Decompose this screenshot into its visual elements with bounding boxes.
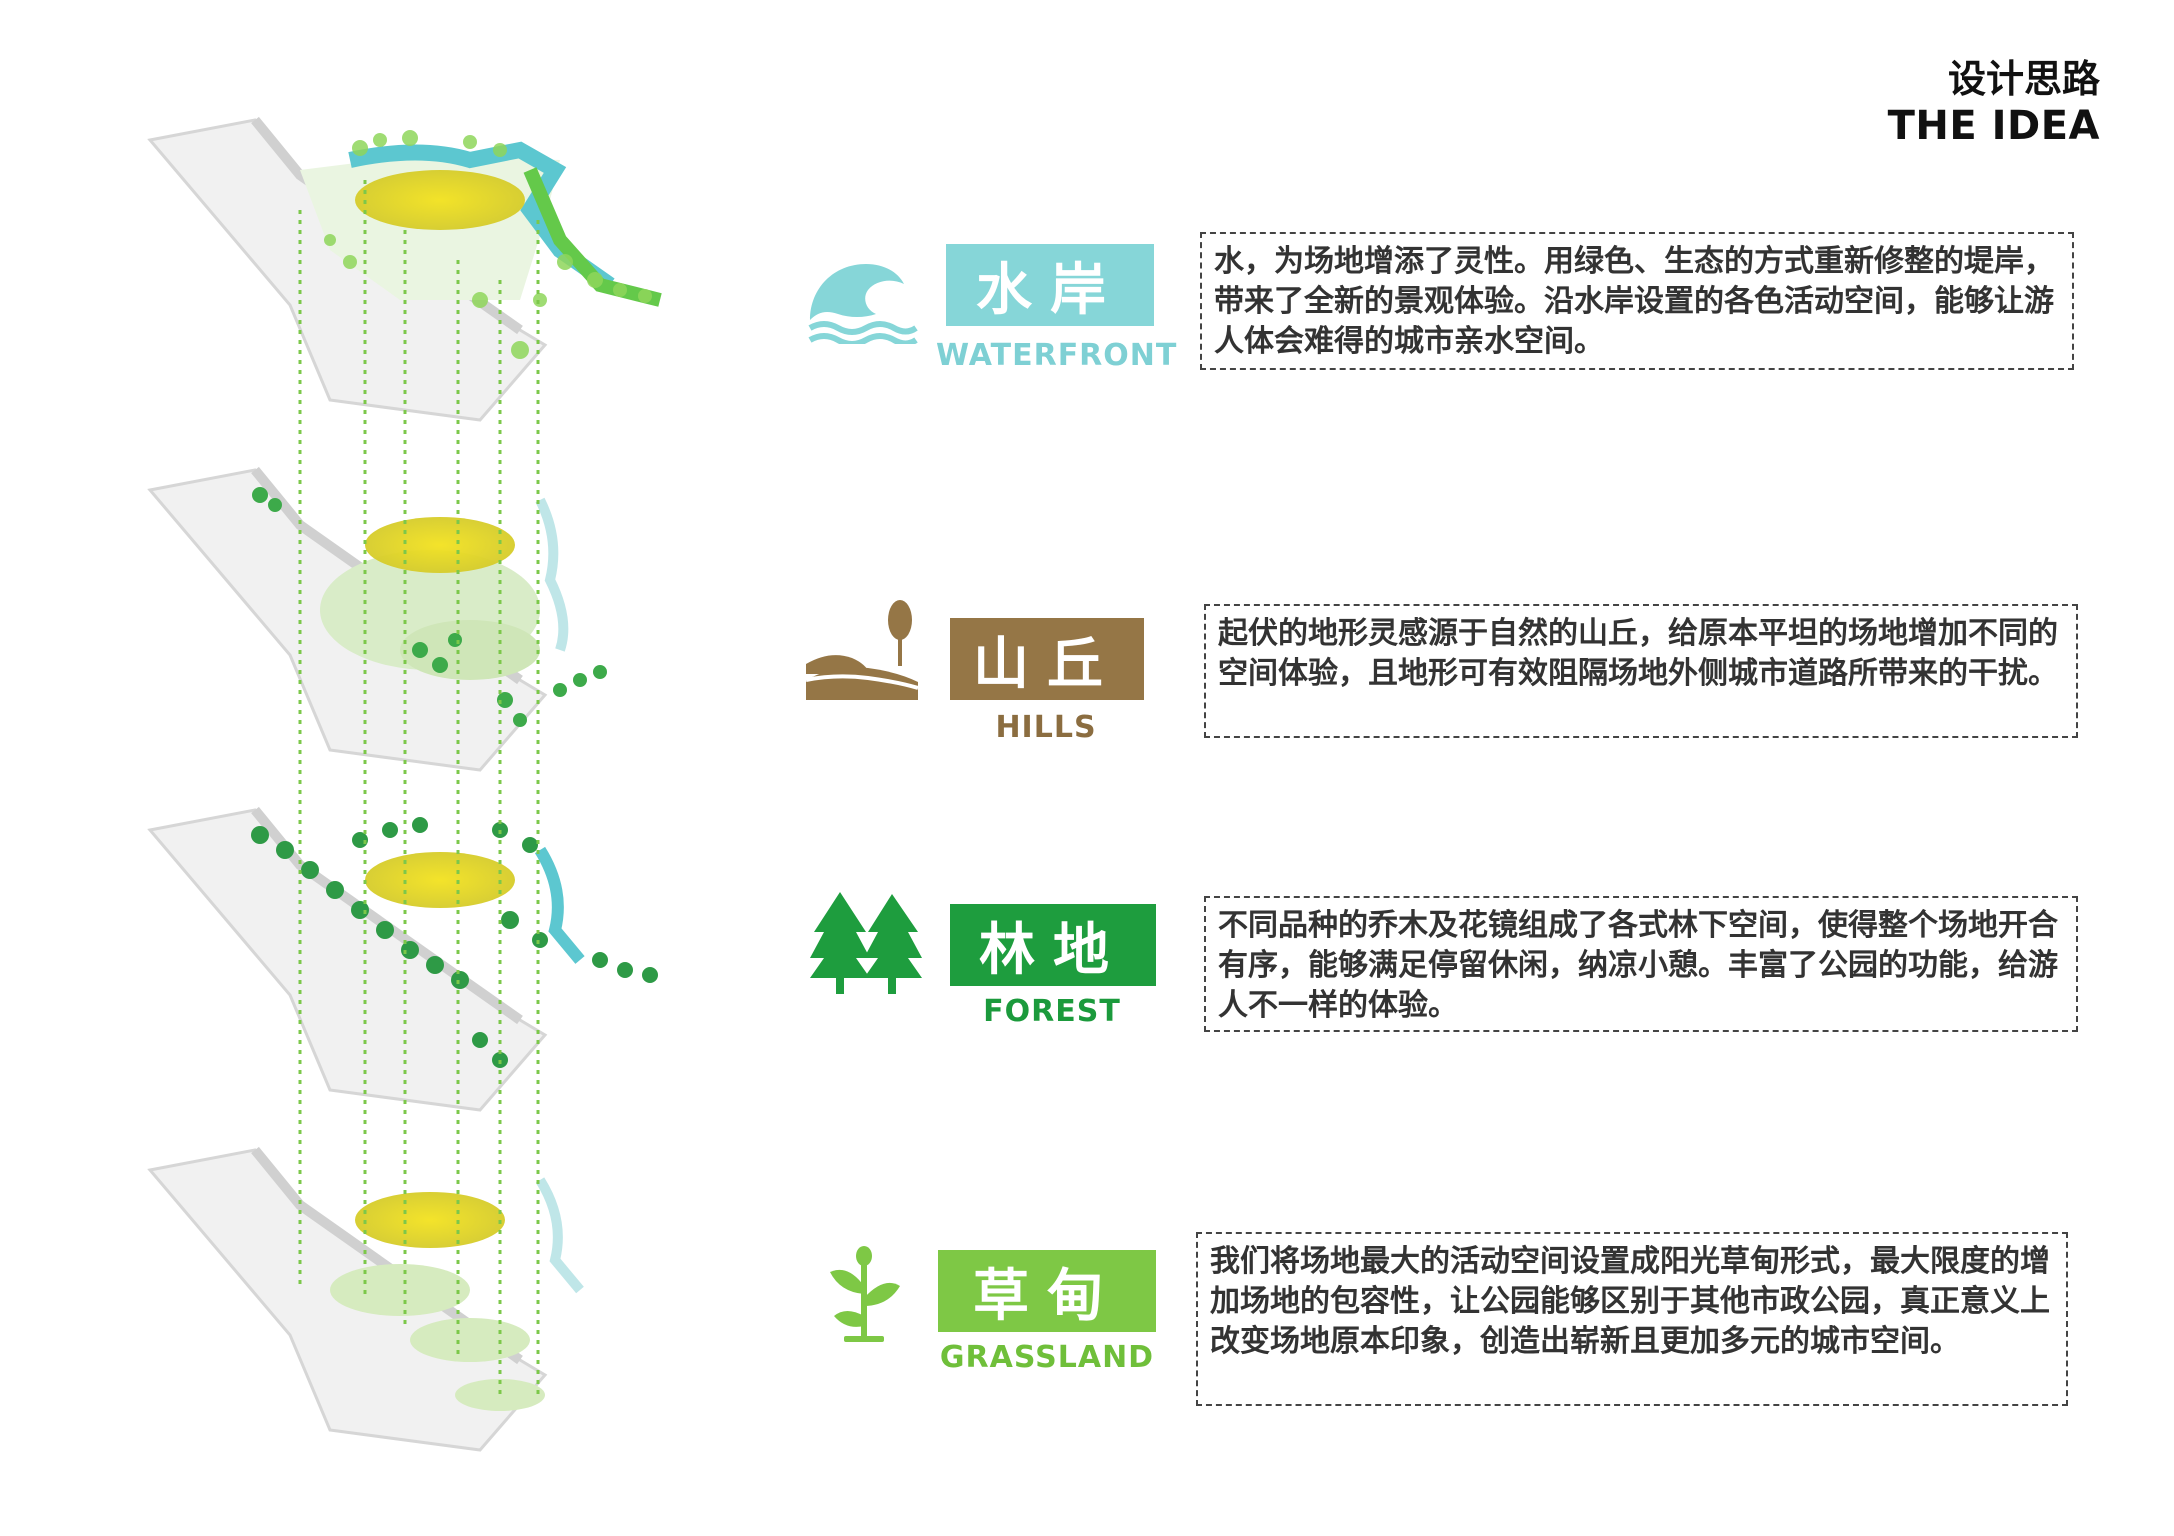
label-hills-en: HILLS bbox=[995, 710, 1097, 745]
description-waterfront: 水，为场地增添了灵性。用绿色、生态的方式重新修整的堤岸，带来了全新的景观体验。沿… bbox=[1200, 232, 2074, 370]
label-waterfront-zh: 水岸 bbox=[946, 244, 1154, 326]
description-grassland: 我们将场地最大的活动空间设置成阳光草甸形式，最大限度的增加场地的包容性，让公园能… bbox=[1196, 1232, 2068, 1406]
layer-forest bbox=[147, 806, 658, 1112]
label-grassland-en: GRASSLAND bbox=[939, 1340, 1155, 1375]
page-title-zh: 设计思路 bbox=[1947, 57, 2100, 101]
layer-hills bbox=[147, 466, 607, 772]
pine-trees-icon bbox=[810, 892, 922, 994]
page-title-en: THE IDEA bbox=[1887, 103, 2100, 149]
layer-grassland bbox=[147, 1146, 584, 1452]
sprout-icon bbox=[830, 1246, 900, 1342]
label-forest-zh: 林地 bbox=[950, 904, 1156, 986]
label-grassland-zh: 草甸 bbox=[938, 1250, 1156, 1332]
label-hills-zh: 山丘 bbox=[950, 618, 1144, 700]
label-waterfront-en: WATERFRONT bbox=[936, 338, 1178, 373]
layered-site-diagram bbox=[147, 116, 662, 1452]
description-hills: 起伏的地形灵感源于自然的山丘，给原本平坦的场地增加不同的空间体验，且地形可有效阻… bbox=[1204, 604, 2078, 738]
alignment-lines bbox=[298, 180, 540, 1400]
hill-tree-icon bbox=[806, 600, 918, 700]
page-header: 设计思路 THE IDEA bbox=[1888, 56, 2100, 150]
wave-icon bbox=[808, 264, 918, 344]
description-forest: 不同品种的乔木及花镜组成了各式林下空间，使得整个场地开合有序，能够满足停留休闲，… bbox=[1204, 896, 2078, 1032]
label-forest-en: FOREST bbox=[983, 994, 1121, 1029]
